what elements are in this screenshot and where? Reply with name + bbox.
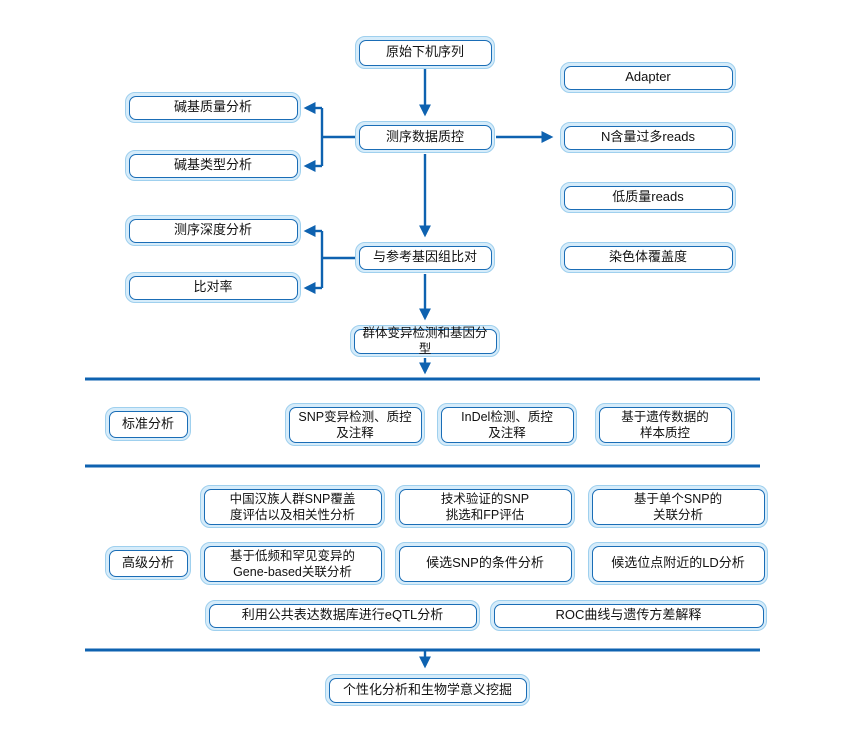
node-adapter: Adapter bbox=[560, 62, 736, 93]
node-low-quality-reads: 低质量reads bbox=[560, 182, 736, 213]
label-standard-analysis-text: 标准分析 bbox=[108, 410, 188, 438]
node-roc-variance-label: ROC曲线与遗传方差解释 bbox=[493, 603, 764, 628]
node-tech-snp-fp-label: 技术验证的SNP 挑选和FP评估 bbox=[398, 488, 572, 525]
node-raw-sequence-label: 原始下机序列 bbox=[358, 39, 492, 66]
node-adapter-label: Adapter bbox=[563, 65, 733, 90]
node-roc-variance: ROC曲线与遗传方差解释 bbox=[490, 600, 767, 631]
node-sequencing-qc-label: 测序数据质控 bbox=[358, 124, 492, 150]
node-ld-analysis: 候选位点附近的LD分析 bbox=[588, 542, 768, 585]
node-base-type-analysis: 碱基类型分析 bbox=[125, 150, 301, 181]
node-mapping-rate: 比对率 bbox=[125, 272, 301, 303]
node-snp-detection-label: SNP变异检测、质控 及注释 bbox=[288, 406, 422, 443]
node-personalized-analysis: 个性化分析和生物学意义挖掘 bbox=[325, 674, 530, 706]
node-mapping-rate-label: 比对率 bbox=[128, 275, 298, 300]
node-variant-genotyping-label: 群体变异检测和基因分型 bbox=[353, 326, 497, 356]
node-depth-analysis: 测序深度分析 bbox=[125, 215, 301, 246]
node-gene-based-association-label: 基于低频和罕见变异的 Gene-based关联分析 bbox=[203, 545, 382, 582]
node-base-type-label: 碱基类型分析 bbox=[128, 153, 298, 178]
node-han-snp-coverage: 中国汉族人群SNP覆盖 度评估以及相关性分析 bbox=[200, 485, 385, 528]
node-genome-alignment: 与参考基因组比对 bbox=[355, 242, 495, 273]
node-conditional-snp: 候选SNP的条件分析 bbox=[395, 542, 575, 585]
node-tech-snp-fp: 技术验证的SNP 挑选和FP评估 bbox=[395, 485, 575, 528]
node-n-content-reads: N含量过多reads bbox=[560, 122, 736, 153]
node-ld-analysis-label: 候选位点附近的LD分析 bbox=[591, 545, 765, 582]
node-eqtl-analysis: 利用公共表达数据库进行eQTL分析 bbox=[205, 600, 480, 631]
node-genome-alignment-label: 与参考基因组比对 bbox=[358, 245, 492, 270]
node-indel-detection-label: InDel检测、质控 及注释 bbox=[440, 406, 574, 443]
node-base-quality-label: 碱基质量分析 bbox=[128, 95, 298, 120]
node-eqtl-analysis-label: 利用公共表达数据库进行eQTL分析 bbox=[208, 603, 477, 628]
node-raw-sequence: 原始下机序列 bbox=[355, 36, 495, 69]
label-advanced-analysis-text: 高级分析 bbox=[108, 549, 188, 577]
node-single-snp-association: 基于单个SNP的 关联分析 bbox=[588, 485, 768, 528]
node-han-snp-coverage-label: 中国汉族人群SNP覆盖 度评估以及相关性分析 bbox=[203, 488, 382, 525]
node-conditional-snp-label: 候选SNP的条件分析 bbox=[398, 545, 572, 582]
node-sequencing-qc: 测序数据质控 bbox=[355, 121, 495, 153]
node-chromosome-label: 染色体覆盖度 bbox=[563, 245, 733, 270]
node-chromosome-coverage: 染色体覆盖度 bbox=[560, 242, 736, 273]
node-low-quality-label: 低质量reads bbox=[563, 185, 733, 210]
node-base-quality-analysis: 碱基质量分析 bbox=[125, 92, 301, 123]
node-n-content-reads-label: N含量过多reads bbox=[563, 125, 733, 150]
node-variant-genotyping: 群体变异检测和基因分型 bbox=[350, 325, 500, 357]
node-snp-detection: SNP变异检测、质控 及注释 bbox=[285, 403, 425, 446]
node-depth-label: 测序深度分析 bbox=[128, 218, 298, 243]
label-advanced-analysis: 高级分析 bbox=[105, 546, 191, 580]
label-standard-analysis: 标准分析 bbox=[105, 407, 191, 441]
node-personalized-analysis-label: 个性化分析和生物学意义挖掘 bbox=[328, 677, 527, 703]
node-single-snp-association-label: 基于单个SNP的 关联分析 bbox=[591, 488, 765, 525]
node-sample-qc-label: 基于遗传数据的 样本质控 bbox=[598, 406, 732, 443]
node-indel-detection: InDel检测、质控 及注释 bbox=[437, 403, 577, 446]
node-sample-qc: 基于遗传数据的 样本质控 bbox=[595, 403, 735, 446]
node-gene-based-association: 基于低频和罕见变异的 Gene-based关联分析 bbox=[200, 542, 385, 585]
